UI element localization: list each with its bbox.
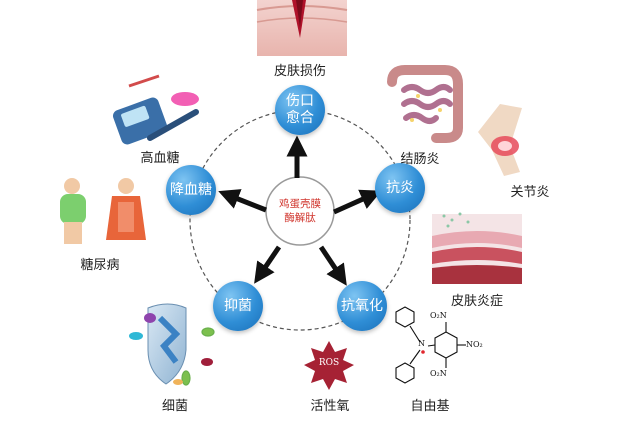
radical-dot bbox=[421, 350, 425, 354]
chem-no2-top: O₂N bbox=[430, 311, 447, 320]
label-high-glucose: 高血糖 bbox=[140, 151, 180, 166]
anti-inflammatory-label: 抗炎 bbox=[386, 179, 414, 196]
people-illustration bbox=[60, 178, 146, 244]
label-skin-damage: 皮肤损伤 bbox=[273, 64, 327, 79]
glucose-meter-illustration bbox=[112, 74, 199, 145]
ros-starburst bbox=[304, 341, 354, 390]
intestine-illustration bbox=[387, 65, 463, 143]
node-wound-healing: 伤口愈合 bbox=[275, 85, 325, 135]
skin-section-illustration bbox=[432, 212, 522, 284]
hypoglycemic-label: 降血糖 bbox=[170, 181, 212, 198]
node-antibacterial: 抑菌 bbox=[213, 281, 263, 331]
chem-no2-right: NO₂ bbox=[466, 340, 483, 349]
antioxidant-label: 抗氧化 bbox=[341, 297, 383, 314]
arrows bbox=[218, 135, 382, 286]
antibacterial-label: 抑菌 bbox=[224, 297, 252, 314]
arrow-to-hypoglycemic bbox=[218, 189, 267, 213]
arrow-to-anti-inflammatory bbox=[332, 189, 382, 215]
node-anti-inflammatory: 抗炎 bbox=[375, 163, 425, 213]
center-line2: 酶解肽 bbox=[284, 212, 316, 224]
chem-no2-bottom: O₂N bbox=[430, 369, 447, 378]
shield-bacteria-illustration bbox=[129, 303, 215, 386]
label-enteritis: 结肠炎 bbox=[400, 152, 440, 167]
skin-wound-illustration bbox=[256, 0, 348, 56]
center-label: 鸡蛋壳膜 酶解肽 bbox=[269, 197, 331, 225]
label-radical: 自由基 bbox=[410, 399, 450, 414]
knee-illustration bbox=[478, 104, 522, 176]
label-diabetes: 糖尿病 bbox=[80, 258, 120, 273]
wound-healing-line1: 伤口 bbox=[286, 93, 314, 109]
center-line1: 鸡蛋壳膜 bbox=[279, 198, 321, 210]
dashed-orbit-ring bbox=[189, 109, 411, 331]
arrow-to-antibacterial bbox=[254, 245, 282, 284]
ros-badge-label: ROS bbox=[318, 358, 340, 368]
wound-healing-line2: 愈合 bbox=[286, 110, 314, 126]
arrow-to-antioxidant bbox=[318, 245, 347, 286]
dpph-structure bbox=[395, 306, 466, 384]
chem-n: N bbox=[418, 339, 425, 348]
node-hypoglycemic: 降血糖 bbox=[166, 165, 216, 215]
label-ros: 活性氧 bbox=[310, 399, 350, 414]
node-antioxidant: 抗氧化 bbox=[337, 281, 387, 331]
label-bacteria: 细菌 bbox=[161, 399, 189, 414]
label-arthritis: 关节炎 bbox=[510, 185, 550, 200]
label-dermatitis: 皮肤炎症 bbox=[450, 294, 504, 309]
